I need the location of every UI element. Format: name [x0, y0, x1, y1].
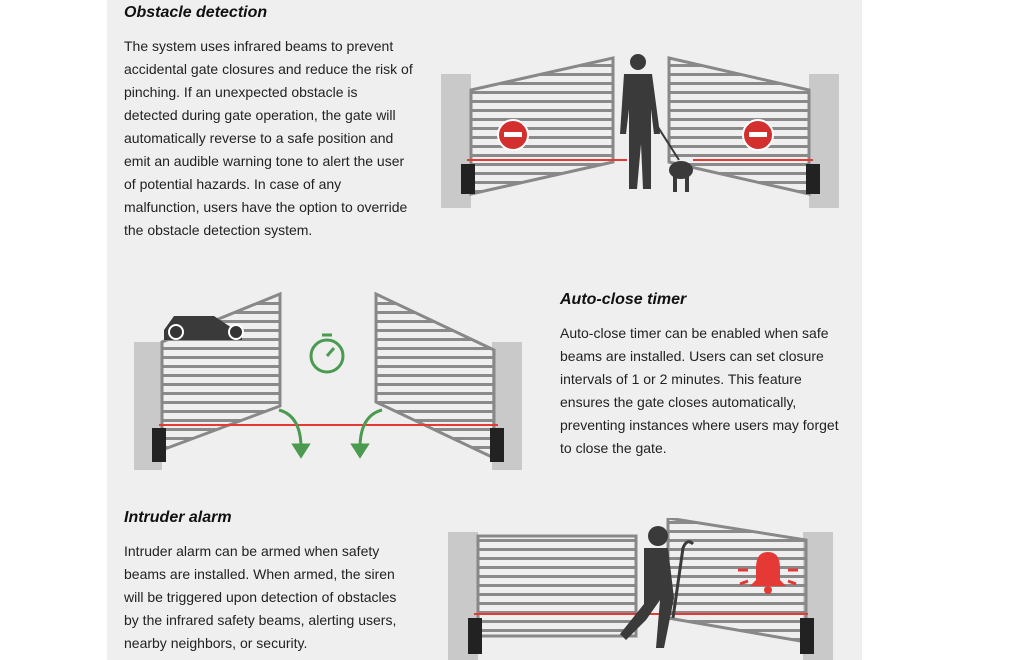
timer-icon — [309, 333, 345, 374]
beam-sensor-icon — [461, 164, 475, 194]
car-icon — [164, 316, 244, 340]
beam-sensor-icon — [806, 164, 820, 194]
intruder-alarm-text: Intruder alarm can be armed when safety … — [124, 543, 397, 651]
crowbar-icon — [671, 540, 695, 619]
auto-close-heading: Auto-close timer — [560, 291, 687, 308]
intruder-icon — [620, 526, 674, 648]
stop-icon — [742, 119, 774, 151]
close-arrow-icon — [278, 408, 383, 459]
obstacle-detection-heading: Obstacle detection — [124, 4, 268, 21]
auto-close-text: Auto-close timer can be enabled when saf… — [560, 325, 839, 456]
obstacle-detection-illustration — [441, 54, 839, 208]
obstacle-detection-text: The system uses infrared beams to preven… — [124, 38, 413, 238]
intruder-alarm-heading: Intruder alarm — [124, 509, 232, 526]
auto-close-illustration — [134, 291, 522, 470]
person-walking-dog-icon — [620, 54, 693, 192]
alarm-bell-icon — [738, 552, 798, 594]
intruder-alarm-illustration — [448, 518, 833, 660]
stop-icon — [497, 119, 529, 151]
